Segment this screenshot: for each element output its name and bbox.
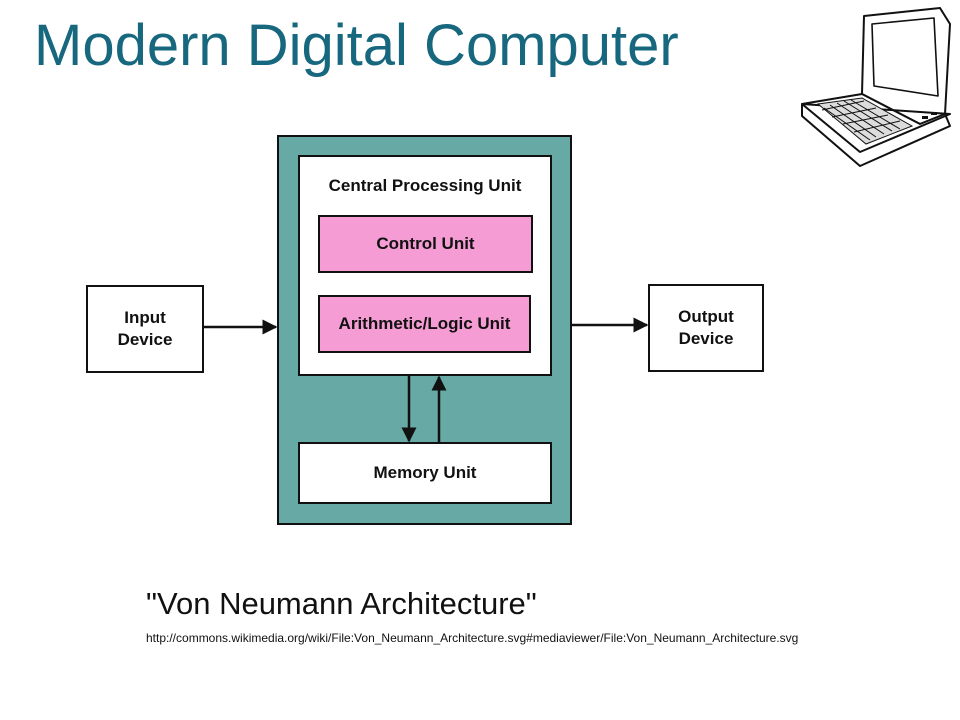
- alu-box: [318, 295, 531, 353]
- memory-unit-box: [298, 442, 552, 504]
- memory-unit-label: Memory Unit: [373, 463, 477, 482]
- control-unit-label: Control Unit: [376, 234, 475, 253]
- control-unit-box: [318, 215, 533, 273]
- laptop-clipart-icon: [801, 7, 951, 167]
- caption-title: "Von Neumann Architecture": [146, 586, 537, 621]
- output-device-box: [648, 284, 764, 372]
- output-device-label: Output Device: [678, 307, 734, 348]
- cpu-label: Central Processing Unit: [328, 176, 522, 195]
- input-device-box: [86, 285, 204, 373]
- alu-label: Arithmetic/Logic Unit: [338, 314, 511, 333]
- input-device-label: Input Device: [117, 308, 173, 349]
- slide-title: Modern Digital Computer: [34, 13, 679, 78]
- caption-source-url: http://commons.wikimedia.org/wiki/File:V…: [146, 631, 799, 645]
